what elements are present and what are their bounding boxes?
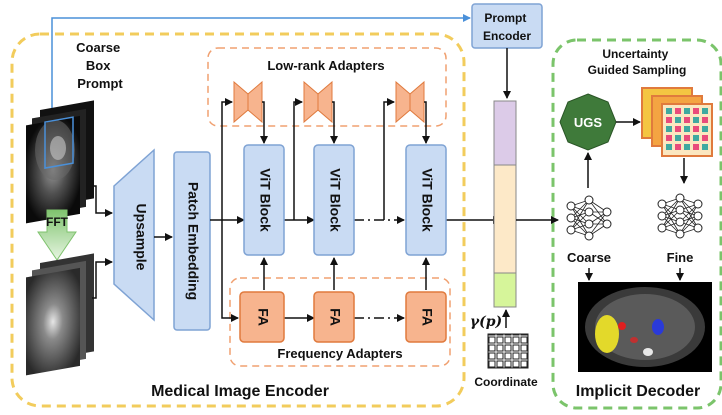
upsample-block: Upsample xyxy=(113,148,155,322)
fine-label: Fine xyxy=(667,250,694,265)
frequency-adapters-frame xyxy=(229,277,451,367)
coarse-box-prompt-label: Coarse Box Prompt xyxy=(76,40,124,91)
frequency-adapters-label: Frequency Adapters xyxy=(277,346,402,361)
low-rank-adapter-3 xyxy=(395,80,425,124)
low-rank-adapter-1 xyxy=(233,80,263,124)
medical-image-encoder-label: Medical Image Encoder xyxy=(151,383,329,400)
ct-image-stack xyxy=(26,100,94,224)
fa-block-2-label: FA xyxy=(327,308,343,326)
low-rank-adapters-label: Low-rank Adapters xyxy=(267,58,384,73)
ugs-label: UGS xyxy=(574,115,603,130)
coordinate-label: Coordinate xyxy=(474,375,538,389)
segmentation-output-image xyxy=(578,282,712,372)
implicit-decoder-frame xyxy=(551,38,722,410)
prompt-connection xyxy=(51,14,471,120)
ugs-node: UGS xyxy=(559,93,617,151)
fa-block-1-label: FA xyxy=(255,308,271,326)
vit-block-2-label: ViT Block xyxy=(327,168,343,232)
fft-label: FFT xyxy=(46,215,69,229)
low-rank-adapter-2 xyxy=(303,80,333,124)
prompt-encoder-block: Prompt Encoder xyxy=(471,3,543,49)
medical-image-encoder-frame xyxy=(10,32,466,408)
fa-block-1: FA xyxy=(239,291,285,343)
coordinate-grid-icon xyxy=(487,333,529,369)
patch-embedding-block: Patch Embedding xyxy=(173,151,211,331)
vit-block-3: ViT Block xyxy=(405,144,447,256)
fine-network-icon xyxy=(657,193,703,239)
sampling-grid-stack xyxy=(641,87,713,157)
vit-block-3-label: ViT Block xyxy=(419,168,435,232)
vit-block-1: ViT Block xyxy=(243,144,285,256)
sampling-grid-cells xyxy=(666,108,708,150)
fa-block-2: FA xyxy=(313,291,355,343)
fft-arrow: FFT xyxy=(37,209,77,261)
feature-token-bar xyxy=(493,100,517,308)
uncertainty-guided-sampling-label: Uncertainty Guided Sampling xyxy=(588,47,687,77)
fft-image-stack xyxy=(26,253,94,376)
coarse-box xyxy=(44,116,74,169)
coarse-network-icon xyxy=(566,195,612,241)
gamma-p-label: γ(p) xyxy=(470,314,502,330)
fa-block-3-label: FA xyxy=(419,308,435,326)
low-rank-adapters-frame xyxy=(207,47,447,127)
vit-block-1-label: ViT Block xyxy=(257,168,273,232)
vit-block-2: ViT Block xyxy=(313,144,355,256)
patch-embedding-label: Patch Embedding xyxy=(185,182,201,300)
svg-text:Prompt Encoder: Prompt Encoder xyxy=(483,11,531,43)
fa-block-3: FA xyxy=(405,291,447,343)
coarse-label: Coarse xyxy=(567,250,611,265)
implicit-decoder-label: Implicit Decoder xyxy=(576,383,700,400)
upsample-label: Upsample xyxy=(133,204,149,271)
